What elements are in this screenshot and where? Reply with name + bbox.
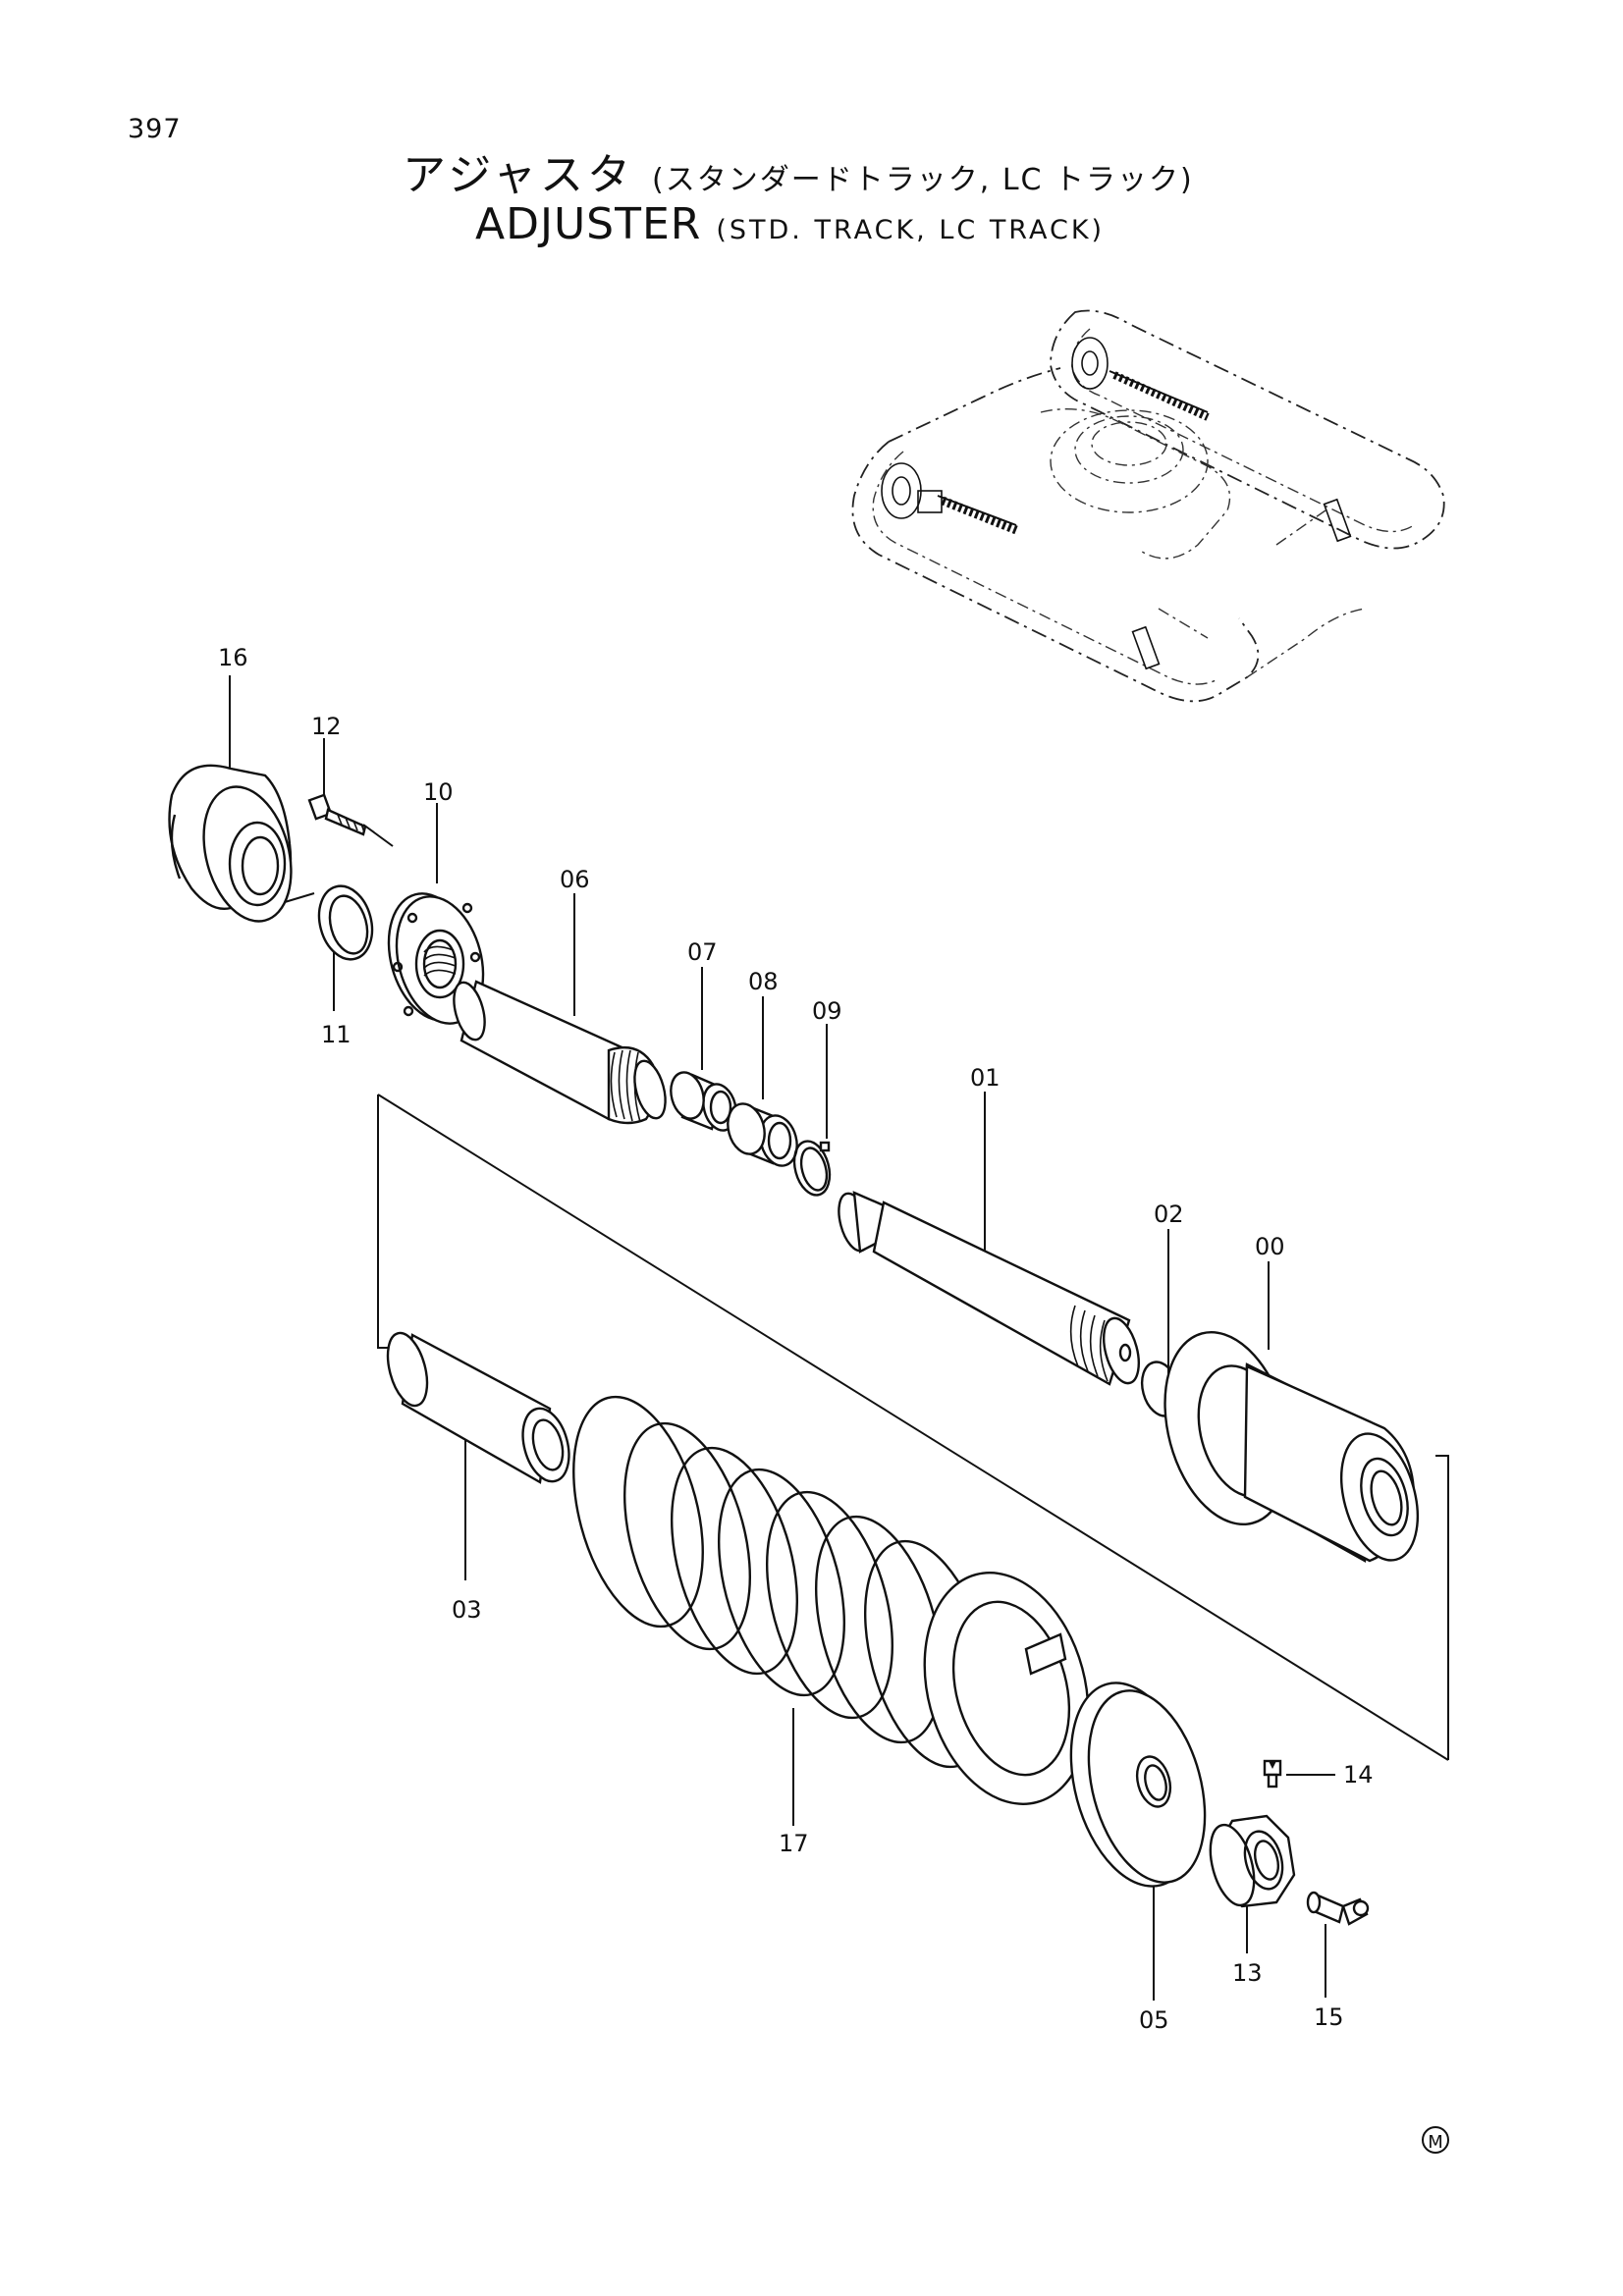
part-13-nut bbox=[1209, 1814, 1296, 1908]
part-05-spring-seat bbox=[1069, 1682, 1207, 1888]
callout-13: 13 bbox=[1232, 1959, 1263, 1987]
callout-16: 16 bbox=[218, 644, 248, 671]
track-far-loop bbox=[1050, 309, 1445, 550]
title-english: ADJUSTER (STD. TRACK, LC TRACK) bbox=[475, 199, 1105, 249]
part-03-sleeve bbox=[386, 1331, 570, 1484]
near-adjuster-block bbox=[917, 490, 943, 513]
callout-labels: 16 12 10 06 07 08 09 01 02 00 11 03 17 0… bbox=[218, 644, 1374, 2034]
callout-05: 05 bbox=[1139, 2006, 1169, 2034]
page-number: 397 bbox=[128, 114, 182, 144]
part-11-ring bbox=[317, 884, 374, 961]
callout-14: 14 bbox=[1343, 1761, 1374, 1789]
track-far-inner bbox=[1071, 328, 1415, 533]
callout-09: 09 bbox=[812, 997, 842, 1025]
part-15-grease-fitting bbox=[1306, 1891, 1370, 1926]
frame-bottom-edge bbox=[1246, 608, 1366, 678]
title-english-sub: (STD. TRACK, LC TRACK) bbox=[716, 215, 1106, 245]
callout-17: 17 bbox=[779, 1830, 809, 1857]
near-idler-hub bbox=[892, 476, 911, 506]
part-08-ring bbox=[727, 1102, 798, 1167]
title-english-main: ADJUSTER bbox=[475, 199, 702, 249]
part-12-bolt bbox=[307, 793, 367, 836]
callout-07: 07 bbox=[687, 938, 718, 966]
part-00-cylinder-body bbox=[1163, 1330, 1419, 1563]
part-06-cylinder bbox=[453, 980, 667, 1125]
callout-02: 02 bbox=[1154, 1201, 1184, 1228]
track-near-inner bbox=[872, 451, 1218, 685]
far-adjuster-spring bbox=[1109, 370, 1210, 421]
far-idler-hub bbox=[1081, 350, 1099, 376]
m-mark-letter: M bbox=[1428, 2132, 1443, 2153]
part-01-rod bbox=[838, 1191, 1140, 1386]
callout-15: 15 bbox=[1314, 2003, 1344, 2031]
track-near-loop bbox=[851, 441, 1260, 703]
track-frame-overview bbox=[851, 309, 1445, 703]
swing-bearing-top bbox=[1091, 421, 1167, 466]
frame-lower-lines bbox=[1158, 509, 1326, 639]
title-japanese: アジャスタ (スタンダードトラック, LC トラック) bbox=[403, 139, 1194, 202]
near-adjuster-spring bbox=[937, 495, 1018, 535]
swing-bearing-outer bbox=[1050, 409, 1209, 513]
center-frame bbox=[1040, 408, 1231, 560]
part-16-bracket bbox=[168, 764, 293, 923]
callout-10: 10 bbox=[423, 778, 454, 806]
leader-lines bbox=[229, 675, 1449, 2001]
callout-08: 08 bbox=[748, 968, 779, 995]
callout-06: 06 bbox=[560, 866, 590, 893]
callout-12: 12 bbox=[311, 713, 342, 740]
part-14-plug bbox=[1263, 1759, 1282, 1789]
part-17-spring bbox=[572, 1395, 1090, 1805]
callout-00: 00 bbox=[1255, 1233, 1285, 1260]
sprocket-near bbox=[1131, 625, 1161, 670]
m-mark: M bbox=[1422, 2126, 1449, 2154]
title-japanese-sub: (スタンダードトラック, LC トラック) bbox=[652, 163, 1194, 197]
frame-top-edge bbox=[888, 367, 1061, 443]
part-09-snapring bbox=[792, 1140, 832, 1197]
title-japanese-main: アジャスタ bbox=[403, 150, 635, 200]
far-idler bbox=[1071, 337, 1109, 390]
callout-01: 01 bbox=[970, 1064, 1001, 1092]
near-idler bbox=[881, 462, 922, 519]
part-10-flange bbox=[387, 892, 485, 1025]
swing-bearing-inner bbox=[1074, 415, 1184, 484]
callout-11: 11 bbox=[321, 1021, 352, 1048]
sprocket-far bbox=[1323, 498, 1352, 543]
callout-03: 03 bbox=[452, 1596, 482, 1624]
